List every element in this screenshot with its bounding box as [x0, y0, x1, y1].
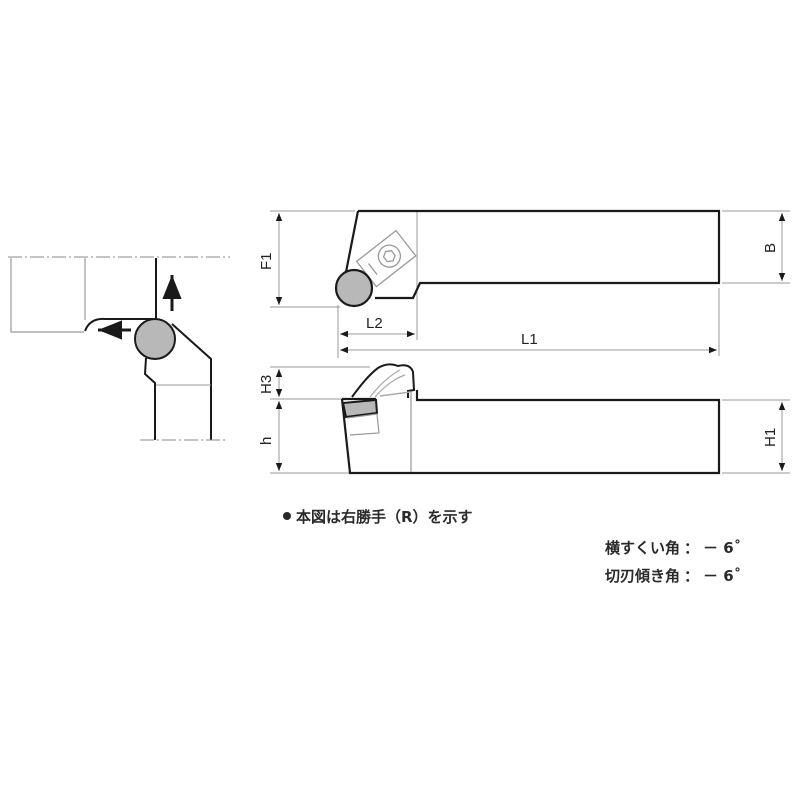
dim-L2-label: L2 — [366, 315, 383, 332]
dim-h-label: h — [258, 437, 275, 445]
top-view: F1 B L2 L1 — [258, 209, 790, 358]
angle-value: － 6˚ — [703, 539, 742, 557]
angle-separator: ： — [684, 539, 700, 557]
dim-B-label: B — [762, 243, 779, 253]
angle-row-inclination: 切刃傾き角：－ 6˚ — [605, 565, 741, 593]
angle-label: 切刃傾き角 — [605, 567, 681, 585]
round-insert-icon — [134, 318, 176, 360]
insert-side-icon — [341, 398, 379, 419]
angle-separator: ： — [684, 567, 700, 585]
dim-L1-label: L1 — [521, 331, 538, 348]
angle-label: 横すくい角 — [605, 539, 681, 557]
angle-specs: 横すくい角：－ 6˚ 切刃傾き角：－ 6˚ — [605, 537, 741, 593]
dim-F1-label: F1 — [258, 252, 275, 270]
dim-H3-label: H3 — [258, 375, 275, 394]
dim-H1-label: H1 — [762, 428, 779, 447]
hand-note: 本図は右勝手（R）を示す — [283, 506, 473, 527]
bullet-icon — [283, 511, 291, 520]
angle-value: － 6˚ — [703, 567, 742, 585]
machining-schematic — [8, 256, 230, 441]
hand-note-text: 本図は右勝手（R）を示す — [296, 508, 473, 526]
angle-row-side-rake: 横すくい角：－ 6˚ — [605, 537, 741, 565]
side-view: H3 h H1 — [258, 363, 790, 475]
round-insert-top-icon — [334, 268, 374, 308]
